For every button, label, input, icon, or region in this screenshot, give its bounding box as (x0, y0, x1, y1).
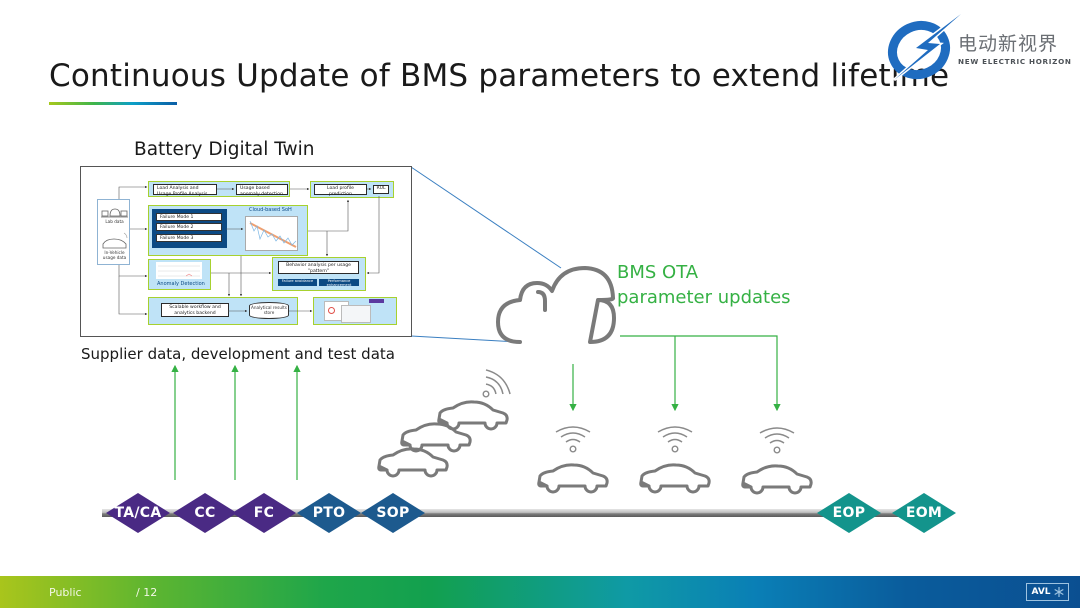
cloud-soh-label: Cloud-based SoH (249, 207, 292, 213)
ota-label-line1: BMS OTA (617, 262, 699, 283)
vehicle-1-icon (537, 426, 609, 494)
title-underline (49, 102, 177, 105)
soh-chart-thumbnail (245, 216, 298, 251)
digital-twin-title: Battery Digital Twin (134, 139, 315, 160)
avl-logo: AVL (1026, 583, 1069, 601)
milestone-label: TA/CA (114, 505, 162, 521)
anomaly-detection-group: Anomaly Detection (148, 259, 211, 290)
input-panel: Lab data In-Vehicle usage data (97, 199, 130, 265)
milestone-label: CC (194, 505, 216, 521)
usage-anomaly-box: Usage based anomaly detection (236, 184, 288, 197)
footer-bar: Public / 12 AVL (0, 576, 1080, 608)
brand-name-en: NEW ELECTRIC HORIZON (958, 57, 1072, 66)
vehicle-3-icon (741, 427, 813, 495)
milestone-diamond (297, 493, 361, 533)
milestone-pto: PTO (297, 493, 361, 533)
vehicle-2-icon (639, 426, 711, 494)
milestone-label: SOP (376, 505, 410, 521)
milestone-sop: SOP (361, 493, 425, 533)
connector-line-bottom (410, 335, 519, 343)
milestone-fc: FC (232, 493, 296, 533)
milestone-cc: CC (173, 493, 237, 533)
load-profile-box: Load profile prediction (314, 184, 367, 197)
behavior-analysis-group: Behavior analysis per usage "pattern" Fa… (272, 257, 366, 291)
milestone-eom: EOM (892, 493, 956, 533)
brand-logo: 电动新视界 NEW ELECTRIC HORIZON (886, 12, 1076, 82)
cloud-icon (496, 266, 616, 344)
scalable-workflow-box: Scalable workflow and analytics backend (161, 303, 229, 317)
ota-arrow-3 (620, 335, 781, 412)
anomaly-detection-label: Anomaly Detection (157, 281, 205, 287)
anomaly-chart-thumbnail (156, 262, 202, 279)
failure-mode-3: Failure Mode 3 (156, 234, 222, 242)
dashboard-badge (369, 299, 384, 303)
milestone-label: PTO (312, 505, 346, 521)
dashboard-group (313, 297, 397, 325)
rul-box: RUL (373, 185, 389, 194)
milestone-label: FC (253, 505, 275, 521)
ota-label-line2: parameter updates (617, 287, 791, 308)
behavior-analysis-box: Behavior analysis per usage "pattern" (278, 261, 359, 274)
failure-modes-panel: Failure Mode 1 Failure Mode 2 Failure Mo… (152, 209, 227, 248)
milestone-diamond (361, 493, 425, 533)
milestone-eop: EOP (817, 493, 881, 533)
snowflake-icon (1053, 587, 1064, 597)
digital-twin-arrows (118, 185, 380, 316)
avl-logo-text: AVL (1031, 587, 1051, 597)
results-store-cylinder (249, 302, 289, 319)
digital-twin-diagram: Lab data In-Vehicle usage data Load Anal… (80, 166, 412, 337)
dashboard-thumbnail-2 (341, 305, 371, 323)
milestone-diamond (232, 493, 296, 533)
load-analysis-box: Load Analysis and Usage Profile Analysis (153, 184, 217, 197)
slide-title: Continuous Update of BMS parameters to e… (49, 58, 950, 94)
footer-page-number: / 12 (136, 586, 158, 599)
failure-soh-group: Failure Mode 1 Failure Mode 2 Failure Mo… (148, 205, 308, 256)
supplier-data-caption: Supplier data, development and test data (81, 345, 395, 363)
fleet-wifi-icon (482, 369, 511, 398)
backend-group: Scalable workflow and analytics backend … (148, 297, 298, 325)
failure-mode-2: Failure Mode 2 (156, 223, 222, 231)
milestone-label: EOM (905, 505, 943, 521)
footer-classification: Public (49, 586, 82, 599)
lab-data-label: Lab data (105, 219, 124, 224)
milestone-diamond (173, 493, 237, 533)
in-vehicle-label: In-Vehicle usage data (102, 250, 127, 260)
milestone-taca: TA/CA (106, 493, 170, 533)
lab-cars-icon (101, 208, 128, 249)
results-store-label: Analytical results store (251, 305, 287, 315)
connector-line-top (410, 166, 562, 269)
ota-label: BMS OTA parameter updates (617, 260, 791, 310)
failure-mode-1: Failure Mode 1 (156, 213, 222, 221)
brand-name-cn: 电动新视界 (958, 33, 1059, 55)
milestone-diamond (817, 493, 881, 533)
lightning-globe-icon (888, 12, 962, 82)
milestone-label: EOP (832, 505, 866, 521)
timeline-bar (102, 509, 942, 517)
milestone-diamond (892, 493, 956, 533)
fleet-cars-icon (377, 369, 511, 478)
performance-enhancement-box: Performance enhancement (319, 279, 359, 287)
failure-avoidance-box: Failure avoidance (278, 279, 317, 286)
load-profile-group: Load profile prediction RUL (310, 181, 394, 198)
milestone-diamond (106, 493, 170, 533)
